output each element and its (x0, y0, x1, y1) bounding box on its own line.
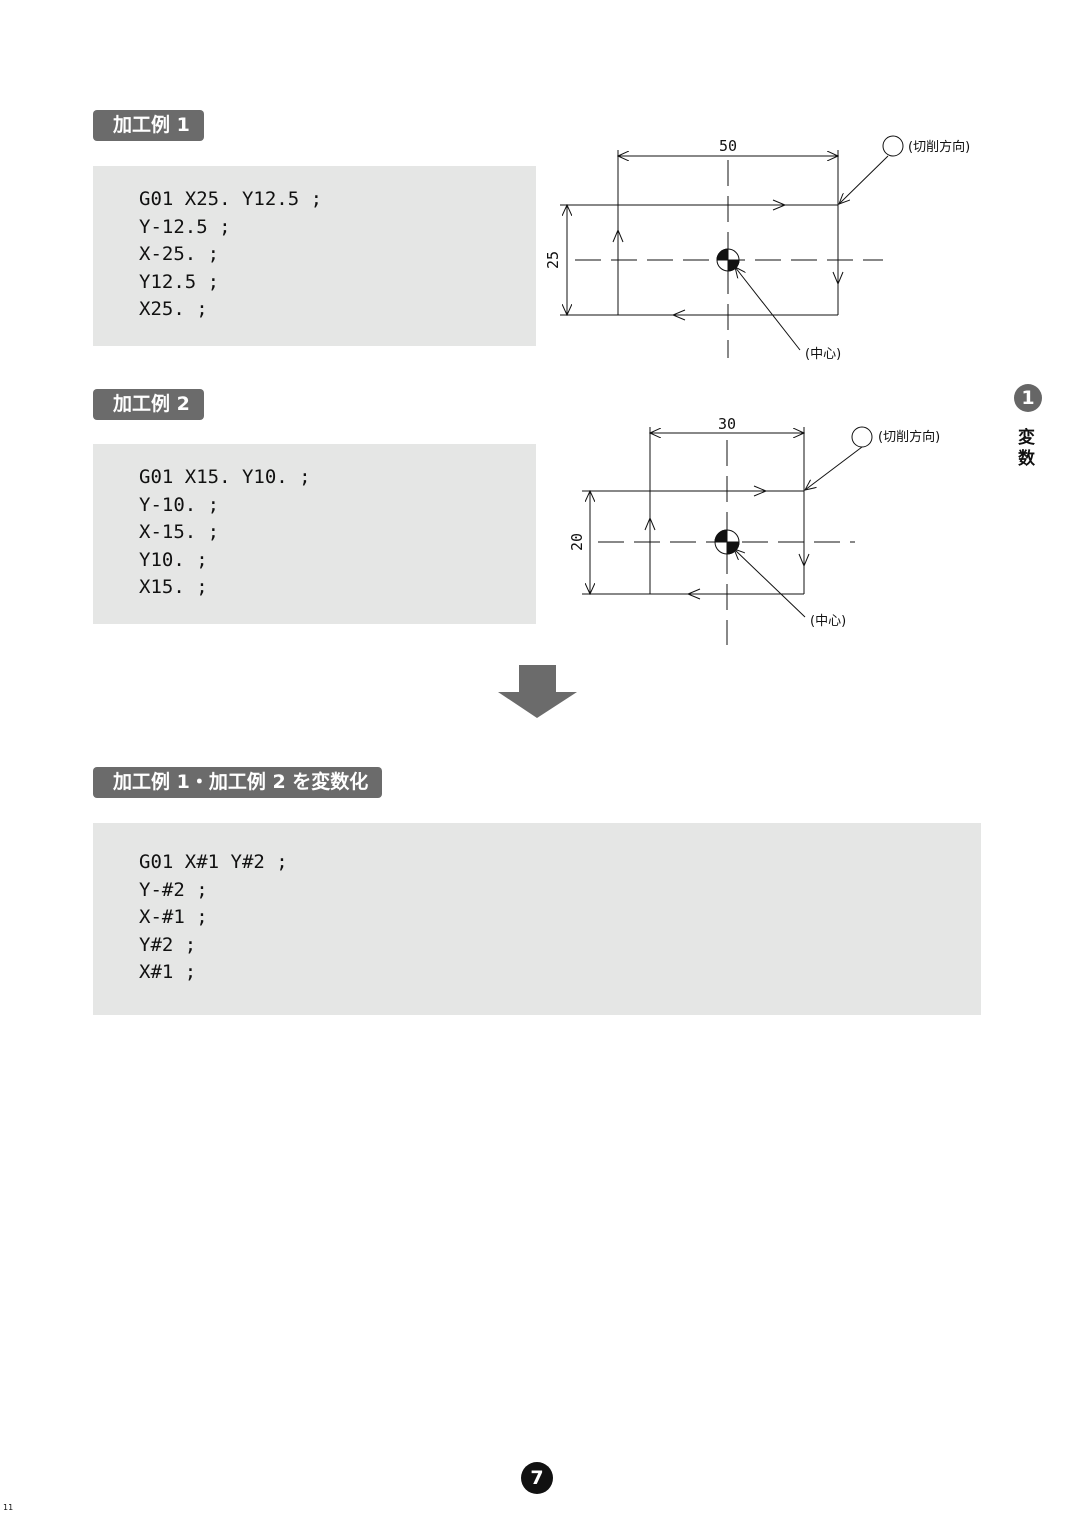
example1-code: G01 X25. Y12.5 ; Y-12.5 ; X-25. ; Y12.5 … (139, 188, 323, 320)
variable-label: 加工例 1・加工例 2 を変数化 (93, 767, 383, 798)
side-tab-number: 1 (1014, 384, 1042, 412)
example1-code-block: G01 X25. Y12.5 ; Y-12.5 ; X-25. ; Y12.5 … (93, 166, 536, 346)
variable-code: G01 X#1 Y#2 ; Y-#2 ; X-#1 ; Y#2 ; X#1 ; (139, 851, 288, 983)
example1-height-dim: 25 (544, 251, 562, 269)
example1-direction-label: (切削方向) (908, 139, 970, 155)
example2-code: G01 X15. Y10. ; Y-10. ; X-15. ; Y10. ; X… (139, 466, 311, 598)
page-number: 7 (521, 1462, 553, 1494)
down-arrow-icon (498, 665, 577, 718)
diagram-example1 (560, 135, 904, 358)
example1-center-label: (中心) (805, 347, 841, 362)
side-tab-title: 変 数 (1018, 428, 1035, 469)
example2-height-dim: 20 (568, 533, 586, 551)
example2-center-label: (中心) (810, 614, 846, 629)
example1-width-dim: 50 (719, 137, 737, 155)
example2-code-block: G01 X15. Y10. ; Y-10. ; X-15. ; Y10. ; X… (93, 444, 536, 624)
example2-width-dim: 30 (718, 415, 736, 433)
example2-label: 加工例 2 (93, 389, 204, 420)
diagram-example2 (582, 426, 873, 645)
variable-code-block: G01 X#1 Y#2 ; Y-#2 ; X-#1 ; Y#2 ; X#1 ; (93, 823, 981, 1015)
example2-direction-label: (切削方向) (878, 429, 940, 445)
corner-mark: 11 (3, 1503, 14, 1512)
example1-label: 加工例 1 (93, 110, 204, 141)
